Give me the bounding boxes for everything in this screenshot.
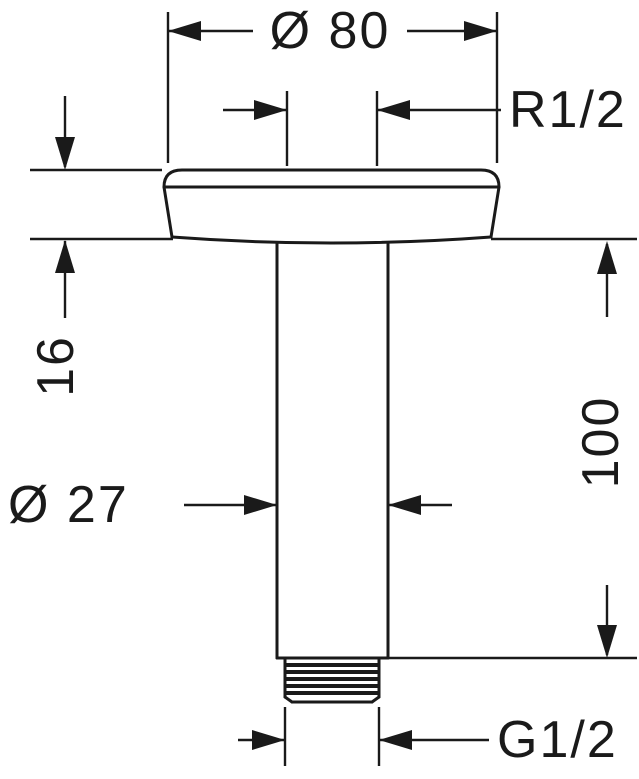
dim-top-thread: R1/2	[223, 81, 627, 166]
flange-bottom-arc	[170, 235, 493, 245]
flange-top-outline	[162, 168, 501, 189]
arrowhead-up	[55, 240, 75, 273]
arrowhead-left	[254, 100, 287, 120]
arrowhead-left	[168, 21, 201, 41]
flange-side-left	[162, 185, 174, 239]
arrowhead-down	[55, 137, 75, 170]
dim-pipe-length: 100	[388, 237, 637, 660]
arrowhead-right	[388, 495, 421, 515]
dim-pipe-diameter: Ø 27	[8, 476, 452, 534]
fixture	[162, 168, 501, 704]
dim-label-pipe-diameter: Ø 27	[8, 476, 129, 534]
dim-label-top-diameter: Ø 80	[270, 2, 391, 60]
arrowhead-up	[597, 241, 617, 274]
dim-flange-height: 16	[27, 96, 173, 397]
dim-bottom-thread: G1/2	[238, 707, 618, 769]
arrowhead-right	[464, 21, 497, 41]
arrowhead-right	[377, 100, 410, 120]
arrowhead-left	[252, 730, 285, 750]
arrowhead-right	[379, 730, 412, 750]
dim-label-flange-height: 16	[27, 335, 85, 397]
dim-top-diameter: Ø 80	[166, 2, 499, 163]
dim-label-bottom-thread: G1/2	[497, 711, 618, 769]
arrowhead-left	[244, 495, 277, 515]
arrowhead-down	[597, 625, 617, 658]
flange-side-right	[489, 185, 501, 239]
dim-label-pipe-length: 100	[572, 396, 630, 489]
dim-label-top-thread: R1/2	[509, 81, 627, 139]
